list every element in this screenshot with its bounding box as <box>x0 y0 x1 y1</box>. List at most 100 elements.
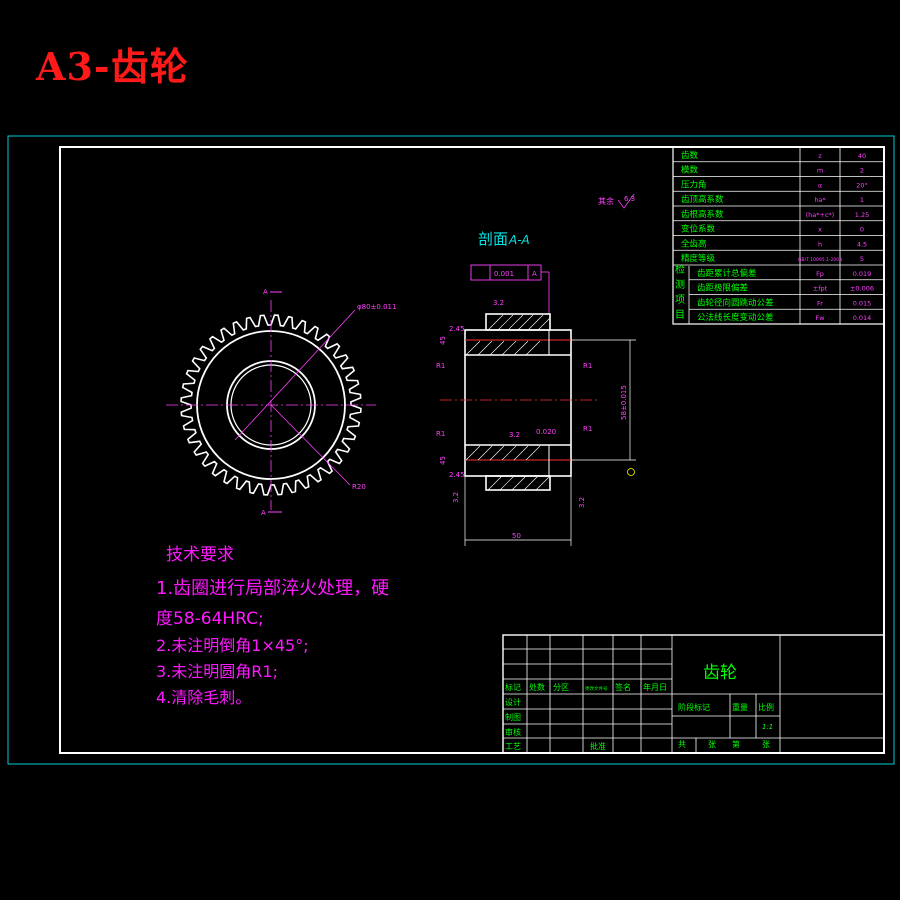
inner-frame <box>59 146 885 754</box>
param-name: 齿距累计总偏差 <box>697 268 757 279</box>
dia-leader <box>234 309 356 441</box>
tb-col-label: 签名 <box>615 682 631 692</box>
param-name: 齿轮径向圆跳动公差 <box>697 297 774 308</box>
tolerance-datum: A <box>532 270 537 278</box>
dim-2-45-top: 2.45 <box>449 325 465 333</box>
tech-heading: 技术要求 <box>166 545 234 565</box>
drawing-title: A3-齿轮 <box>36 44 189 89</box>
gear-front-view: φ80±0.011 R20 A A <box>166 288 396 517</box>
param-symbol: z <box>818 152 822 160</box>
r20-label: R20 <box>352 483 366 491</box>
param-value: 0.019 <box>853 270 872 278</box>
roughness-value: 6.3 <box>624 195 635 203</box>
dim-45-bottom: 45 <box>439 456 447 465</box>
param-name: 精度等级 <box>681 253 716 264</box>
height-dim: 58±0.015 <box>620 385 628 420</box>
datum-a-symbol <box>627 468 635 476</box>
section-label-aa: A-A <box>508 233 530 247</box>
tb-scale: 比例 <box>758 702 774 712</box>
tech-line-4: 3.未注明圆角R1; <box>156 662 278 681</box>
tb-col-label: 更改文件号 <box>585 685 608 692</box>
tb-sheet: 张 <box>762 740 770 749</box>
param-name: 全齿高 <box>681 238 707 249</box>
param-value: 40 <box>858 152 866 160</box>
param-symbol: Fp <box>816 270 824 278</box>
tb-col-label: 分区 <box>553 683 569 692</box>
param-value: 0.015 <box>853 299 872 307</box>
param-symbol: ±fpt <box>813 285 828 293</box>
param-name: 公法线长度变动公差 <box>697 312 774 323</box>
dim-3-2-left: 3.2 <box>452 492 460 503</box>
param-symbol: Fr <box>817 299 823 307</box>
roughness-other: 其余 <box>598 196 614 206</box>
param-symbol: GB/T 10095.1-2008 <box>798 257 842 263</box>
section-mark-top: A <box>263 288 268 296</box>
tech-line-5: 4.清除毛刺。 <box>156 688 252 707</box>
tech-line-3: 2.未注明倒角1×45°; <box>156 636 309 655</box>
param-value: 4.5 <box>857 240 867 248</box>
dim-3-2-right: 3.2 <box>578 497 586 508</box>
r1-label-2: R1 <box>583 425 592 433</box>
tech-line-2: 度58-64HRC; <box>156 609 264 629</box>
tb-sheets: 张 <box>708 740 716 749</box>
tb-design: 设计 <box>505 697 521 707</box>
param-value: ±0.006 <box>850 285 874 293</box>
hatch-lines <box>465 314 551 491</box>
roughness-symbol <box>617 193 635 209</box>
param-name: 齿顶高系数 <box>681 194 724 205</box>
check-group-2: 测 <box>675 278 685 291</box>
tb-drawing: 制图 <box>505 712 521 722</box>
param-symbol: h <box>818 240 822 248</box>
param-symbol: m <box>817 167 823 175</box>
param-symbol: α <box>818 181 822 189</box>
tech-line-1: 1.齿圈进行局部淬火处理，硬 <box>156 578 390 599</box>
param-value: 2 <box>860 167 864 175</box>
tb-approve: 批准 <box>590 741 606 751</box>
check-group-4: 目 <box>675 310 685 321</box>
param-value: 0.014 <box>853 314 872 322</box>
param-name: 变位系数 <box>681 224 716 235</box>
tolerance-value: 0.001 <box>494 270 514 278</box>
r20-leader <box>270 404 351 486</box>
dim-2-45-bottom: 2.45 <box>449 471 465 479</box>
title-block: 齿轮 标记处数分区更改文件号签名年月日 设计 制图 审核 工艺 批准 阶段标记 … <box>502 634 885 754</box>
chamfer-3-2-bottom: 3.2 <box>509 431 520 439</box>
tb-craft: 工艺 <box>505 742 521 751</box>
param-symbol: x <box>818 226 822 234</box>
section-label: 剖面 <box>478 230 508 248</box>
param-name: 模数 <box>681 165 699 176</box>
tb-stage-mark: 阶段标记 <box>678 702 710 712</box>
outer-frame <box>7 135 895 765</box>
r1-label-4: R1 <box>436 430 445 438</box>
tb-total: 共 <box>678 740 686 749</box>
tol-0-020: 0.020 <box>536 428 556 436</box>
tb-col-label: 处数 <box>529 682 545 692</box>
width-dim: 50 <box>512 532 521 540</box>
param-name: 齿数 <box>681 150 699 161</box>
tb-weight: 重量 <box>732 702 748 712</box>
section-view: 剖面 A-A 其余 6.3 0.001 A <box>436 193 636 546</box>
param-name: 齿距极限偏差 <box>697 283 748 294</box>
param-name: 压力角 <box>681 179 707 190</box>
check-group-1: 检 <box>675 263 685 276</box>
param-name: 齿根高系数 <box>681 209 724 220</box>
r1-label-1: R1 <box>583 362 592 370</box>
param-value: 20° <box>856 181 868 189</box>
tolerance-frame <box>470 264 542 281</box>
param-value: 1.25 <box>855 211 869 219</box>
tb-page: 第 <box>732 739 740 749</box>
section-mark-bottom: A <box>261 509 266 517</box>
param-value: 5 <box>860 255 864 263</box>
check-group-3: 项 <box>675 294 685 306</box>
bore-dia-label: φ80±0.011 <box>357 303 396 311</box>
tb-col-label: 年月日 <box>643 682 667 692</box>
tb-review: 审核 <box>505 727 521 737</box>
dim-45-top: 45 <box>439 336 447 345</box>
r1-label-3: R1 <box>436 362 445 370</box>
tb-part-name: 齿轮 <box>703 663 737 683</box>
param-value: 0 <box>860 226 864 234</box>
tb-scale-value: 1:1 <box>762 723 773 731</box>
param-symbol: ha* <box>814 196 826 204</box>
